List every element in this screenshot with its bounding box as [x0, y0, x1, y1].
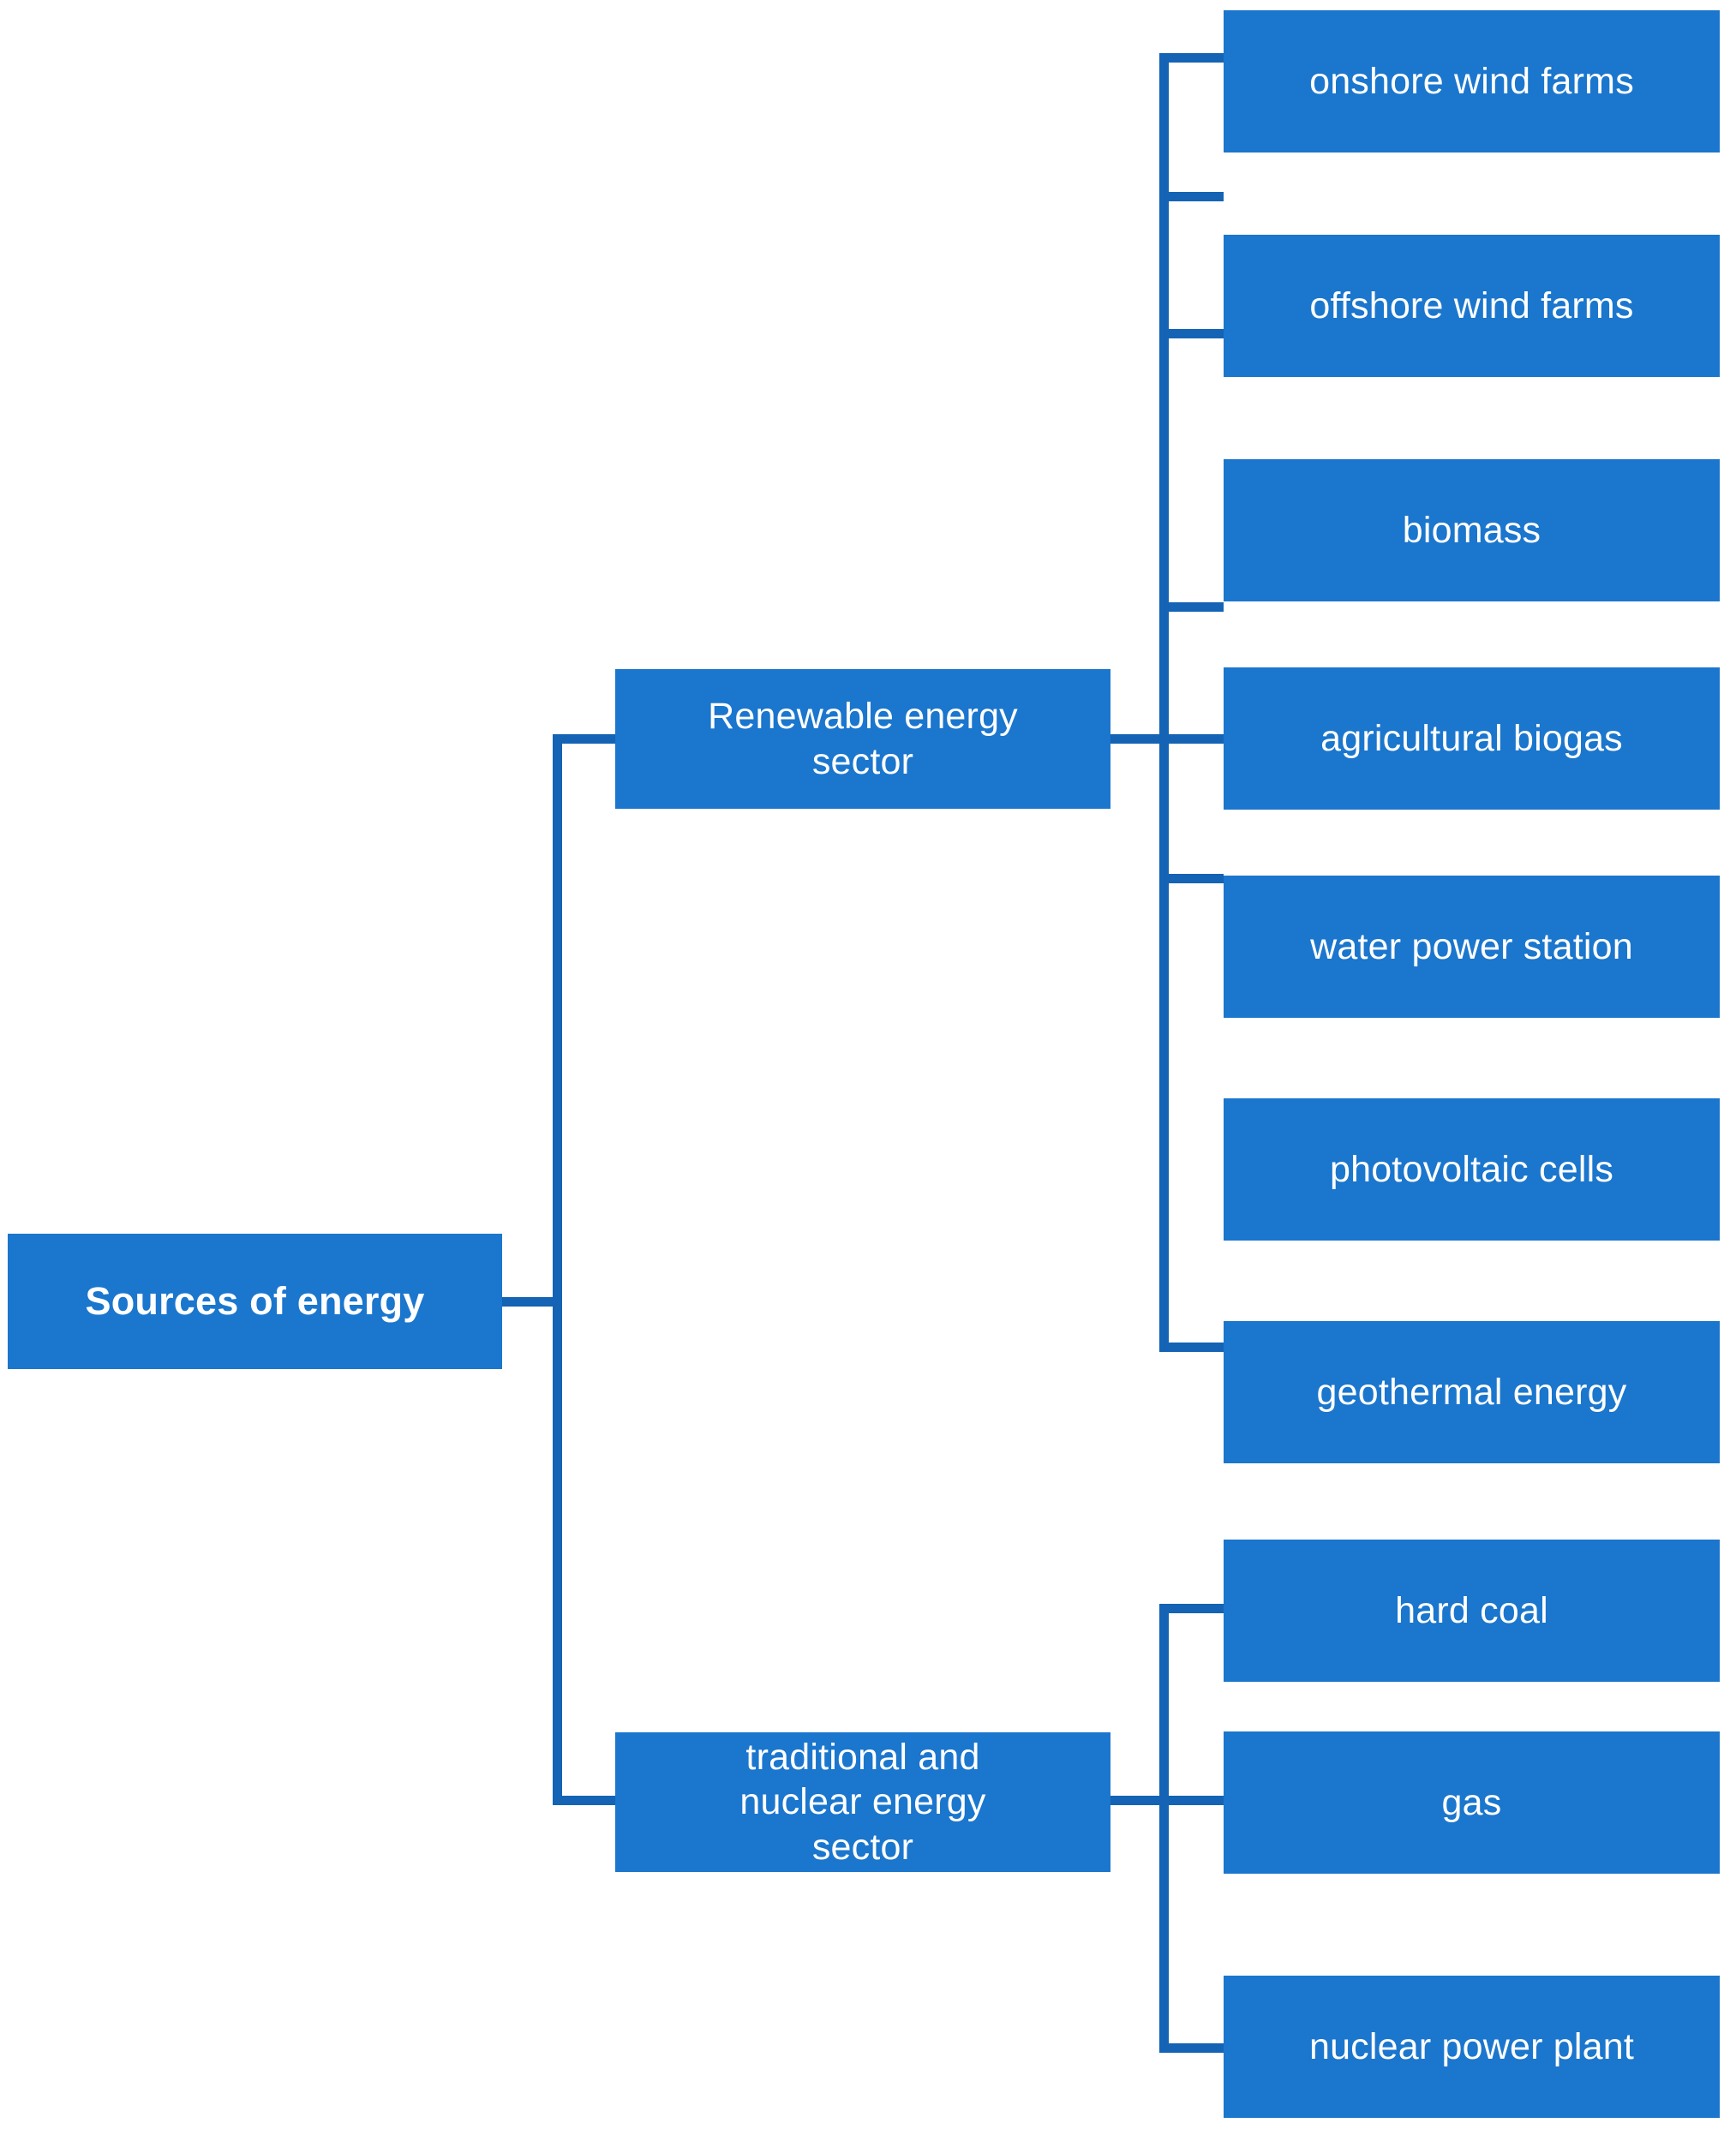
connector-branch-0-leaf-4: [1159, 602, 1224, 612]
connector-root-spine: [553, 734, 562, 1805]
connector-branch-1-spine: [1159, 1604, 1169, 2053]
connector-branch-0-leaf-6: [1159, 1343, 1224, 1352]
connector-branch-0-leaf-0: [1159, 53, 1224, 63]
connector-branch-1-leaf-1: [1159, 1796, 1224, 1805]
node-leaf-biomass[interactable]: biomass: [1224, 459, 1720, 601]
node-leaf-photovoltaic-cells[interactable]: photovoltaic cells: [1224, 1098, 1720, 1241]
connector-branch-0-leaf-3: [1159, 734, 1224, 744]
node-leaf-hard-coal[interactable]: hard coal: [1224, 1540, 1720, 1682]
node-root-sources-of-energy[interactable]: Sources of energy: [8, 1234, 502, 1369]
connector-branch-0-spine: [1159, 53, 1169, 1352]
connector-root-to-branch-0: [553, 734, 620, 744]
connector-root-to-branch-1: [553, 1796, 620, 1805]
node-leaf-agricultural-biogas[interactable]: agricultural biogas: [1224, 667, 1720, 810]
connector-branch-0-leaf-5: [1159, 874, 1224, 883]
connector-root-stub: [502, 1297, 562, 1307]
node-leaf-nuclear-power-plant[interactable]: nuclear power plant: [1224, 1976, 1720, 2118]
node-leaf-offshore-wind-farms[interactable]: offshore wind farms: [1224, 235, 1720, 377]
connector-branch-1-leaf-0: [1159, 1604, 1224, 1613]
connector-branch-1-leaf-2: [1159, 2043, 1224, 2053]
node-branch-renewable-energy-sector[interactable]: Renewable energy sector: [615, 669, 1110, 809]
node-leaf-water-power-station[interactable]: water power station: [1224, 876, 1720, 1018]
node-leaf-onshore-wind-farms[interactable]: onshore wind farms: [1224, 10, 1720, 152]
node-leaf-gas[interactable]: gas: [1224, 1731, 1720, 1874]
node-leaf-geothermal-energy[interactable]: geothermal energy: [1224, 1321, 1720, 1463]
connector-branch-0-leaf-1: [1159, 192, 1224, 201]
connector-branch-0-leaf-2: [1159, 329, 1224, 338]
node-branch-traditional-and-nuclear-energy-sector[interactable]: traditional and nuclear energy sector: [615, 1732, 1110, 1872]
